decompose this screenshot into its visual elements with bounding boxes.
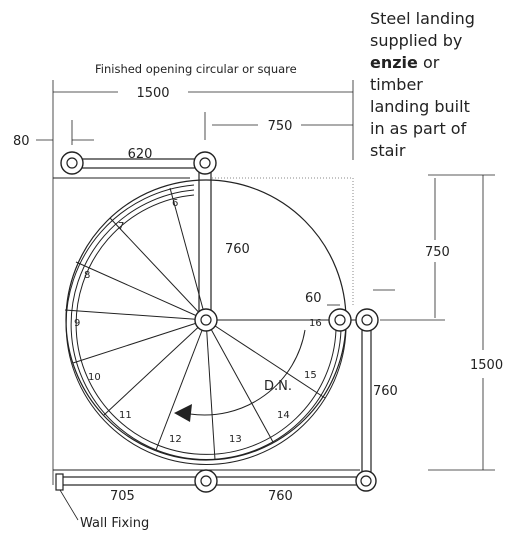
tread-line	[109, 217, 207, 321]
top-note: Finished opening circular or square	[95, 62, 297, 76]
note-line: supplied by	[370, 31, 462, 50]
step-number: 9	[74, 318, 80, 329]
tread-line	[205, 319, 326, 399]
top-right-dim-label: 750	[268, 119, 293, 134]
step-number: 6	[172, 198, 178, 209]
step-number: 12	[169, 434, 182, 445]
tread-line	[64, 309, 207, 321]
wall-fixing-label: Wall Fixing	[80, 516, 149, 531]
tread-line	[205, 319, 274, 443]
tread-line	[103, 319, 207, 416]
outer-stringer-arc-a	[65, 184, 347, 465]
landing-post-left	[328, 308, 352, 332]
outer-stringer-arc-b	[70, 189, 342, 460]
center-post-rail	[198, 162, 212, 321]
top-left-post	[60, 151, 84, 175]
tread-line	[205, 319, 216, 461]
bottom-right-post	[355, 470, 377, 492]
tread-line	[169, 187, 207, 321]
step-number: 14	[277, 410, 290, 421]
note-line: landing built	[370, 97, 470, 116]
step-number: 16	[309, 318, 322, 329]
step-number: 7	[118, 221, 124, 232]
direction-label: D.N.	[264, 379, 292, 394]
bottom-left-dim-label: 705	[110, 489, 135, 504]
note-line: in as part of	[370, 119, 467, 138]
step-number: 15	[304, 370, 317, 381]
note-suffix: or	[418, 53, 440, 72]
wall-fixing-leader	[59, 489, 79, 521]
direction-arc	[189, 329, 306, 416]
right-rail-dim-label: 760	[373, 384, 398, 399]
top-rail-label: 620	[128, 147, 153, 162]
edge-offset-label: 80	[13, 134, 30, 149]
tread-line	[155, 319, 207, 451]
note-line: stair	[370, 141, 406, 160]
post-gap-label: 60	[305, 291, 322, 306]
right-upper-dim-label: 750	[425, 245, 450, 260]
note-line: Steel landing	[370, 9, 475, 28]
right-landing-rail	[361, 319, 372, 483]
direction-arrow-icon	[174, 404, 192, 422]
overall-width-label: 1500	[136, 86, 169, 101]
brand-name: enzie	[370, 53, 418, 72]
note-brand-line: enzie or	[370, 53, 440, 72]
note-line: timber	[370, 75, 423, 94]
tread-line	[75, 261, 207, 321]
outer-stringer-arc-c	[75, 194, 337, 455]
tread-line	[72, 319, 207, 364]
center-column	[194, 308, 218, 332]
step-number: 10	[88, 372, 101, 383]
step-number: 13	[229, 434, 242, 445]
center-post-dim-label: 760	[225, 242, 250, 257]
top-right-post	[193, 151, 217, 175]
landing-post-right	[355, 308, 379, 332]
wall-fixing-block	[55, 473, 64, 491]
bottom-right-dim-label: 760	[268, 489, 293, 504]
step-number: 8	[84, 270, 90, 281]
step-number: 11	[119, 410, 132, 421]
overall-height-label: 1500	[470, 358, 503, 373]
landing-note: Steel landing supplied by enzie or timbe…	[370, 9, 475, 160]
bottom-center-post	[194, 469, 218, 493]
